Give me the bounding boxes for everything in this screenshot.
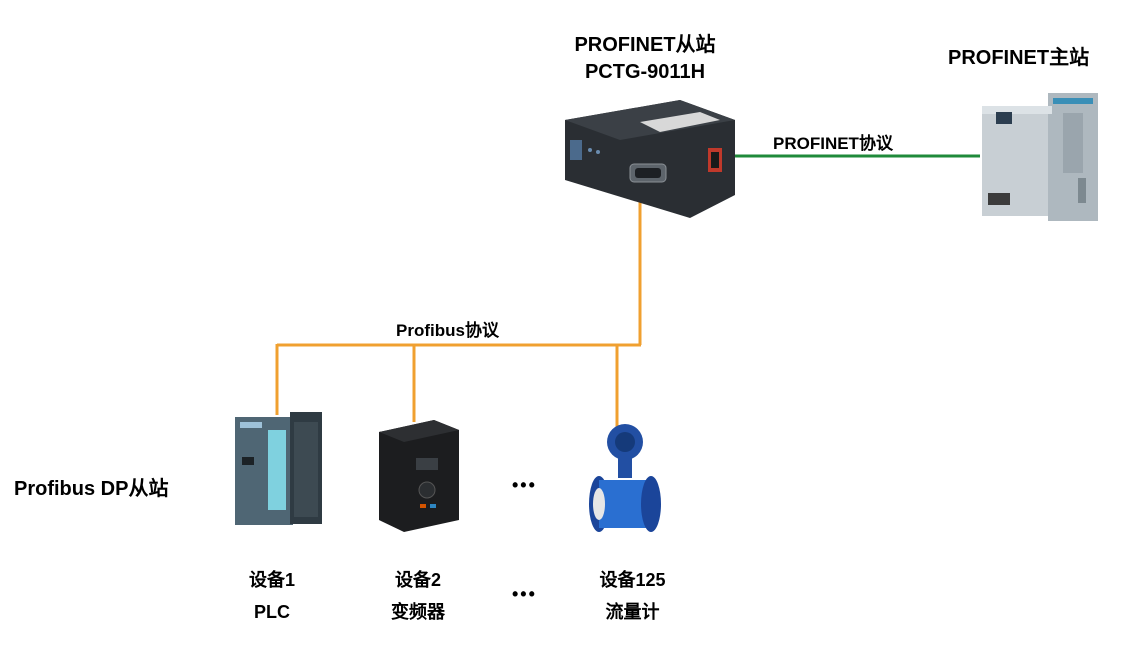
master-title: PROFINET主站 <box>948 47 1090 69</box>
device2-name: 设备2 <box>394 570 441 590</box>
device125-type: 流量计 <box>605 602 660 622</box>
master-plc-image <box>982 93 1098 221</box>
device125-name: 设备125 <box>599 570 666 590</box>
device2-label: 设备2 变频器 <box>378 564 458 628</box>
ellipsis-labels: ••• <box>512 584 537 604</box>
ellipsis-devices: ••• <box>512 475 537 495</box>
gateway-model: PCTG-9011H <box>584 61 706 83</box>
gateway-title: PROFINET从站 PCTG-9011H <box>560 32 730 86</box>
dp-slaves-label: Profibus DP从站 <box>14 478 169 500</box>
gateway-title-line1: PROFINET从站 <box>574 34 716 56</box>
device1-label: 设备1 PLC <box>232 564 312 628</box>
device125-label: 设备125 流量计 <box>585 564 680 628</box>
device2-type: 变频器 <box>391 602 445 622</box>
device1-type: PLC <box>254 602 290 622</box>
profinet-link-label: PROFINET协议 <box>773 134 893 153</box>
device1-name: 设备1 <box>248 570 295 590</box>
inverter-device-image <box>379 420 459 532</box>
profibus-link-label: Profibus协议 <box>396 321 499 340</box>
plc-device-image <box>235 412 322 525</box>
flowmeter-device-image <box>589 424 661 532</box>
gateway-device-image <box>565 100 735 218</box>
